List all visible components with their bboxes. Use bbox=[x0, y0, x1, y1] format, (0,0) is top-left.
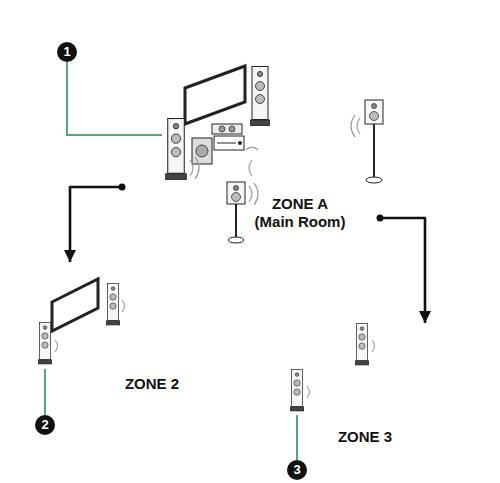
av-receiver bbox=[238, 141, 242, 145]
tower-speaker bbox=[290, 369, 304, 411]
room-outline bbox=[258, 297, 492, 473]
room-wall bbox=[322, 18, 468, 180]
leader-line bbox=[67, 62, 162, 135]
arrow-origin-dot bbox=[119, 184, 126, 191]
room-floor bbox=[8, 300, 243, 412]
leader-line bbox=[296, 415, 298, 460]
tv-screen bbox=[52, 279, 98, 331]
center-speaker bbox=[212, 124, 242, 134]
sound-waves bbox=[55, 300, 125, 352]
tower-speaker bbox=[38, 322, 52, 364]
speaker-stand bbox=[366, 177, 382, 183]
zone-label: ZONE 3 bbox=[338, 428, 392, 446]
zone-label: ZONE A bbox=[272, 195, 328, 213]
tower-speaker bbox=[106, 283, 120, 325]
zone-label: ZONE 2 bbox=[125, 375, 179, 393]
tower-speaker bbox=[250, 67, 270, 127]
room-wall bbox=[258, 297, 377, 410]
tower-speaker bbox=[355, 323, 369, 365]
speaker-stand bbox=[228, 237, 244, 243]
tv-screen bbox=[185, 66, 245, 124]
center-speaker bbox=[219, 126, 225, 132]
zone-arrow bbox=[70, 187, 122, 262]
room-wall bbox=[122, 18, 322, 185]
room-floor bbox=[122, 112, 468, 250]
zone-label: (Main Room) bbox=[255, 213, 346, 231]
room-wall bbox=[8, 233, 123, 340]
room-wall bbox=[123, 233, 243, 345]
speaker-stand bbox=[373, 124, 375, 178]
surround-speaker bbox=[372, 104, 377, 109]
speaker-stand bbox=[235, 204, 237, 238]
zone-arrow bbox=[380, 218, 425, 323]
av-receiver bbox=[214, 136, 244, 150]
surround-speaker bbox=[365, 100, 383, 124]
room-floor bbox=[258, 345, 492, 472]
surround-speaker bbox=[370, 112, 379, 121]
callout-number: 2 bbox=[35, 415, 55, 435]
room-wall bbox=[377, 297, 492, 405]
room: ZONE A(Main Room) bbox=[122, 18, 468, 250]
center-speaker bbox=[229, 126, 235, 132]
tower-speaker bbox=[166, 119, 187, 180]
surround-speaker bbox=[234, 186, 239, 191]
subwoofer bbox=[196, 145, 208, 157]
arrow-origin-dot bbox=[377, 215, 384, 222]
room: ZONE 2 bbox=[8, 233, 243, 412]
sound-waves bbox=[190, 115, 360, 205]
surround-speaker bbox=[232, 193, 241, 202]
room: ZONE 3 bbox=[258, 297, 492, 473]
subwoofer bbox=[192, 138, 212, 164]
sound-waves bbox=[307, 340, 375, 398]
av-receiver bbox=[217, 143, 236, 144]
callout-number: 1 bbox=[57, 42, 77, 62]
callout-number: 3 bbox=[287, 460, 307, 480]
leader-line bbox=[44, 369, 46, 415]
surround-speaker bbox=[227, 182, 245, 204]
